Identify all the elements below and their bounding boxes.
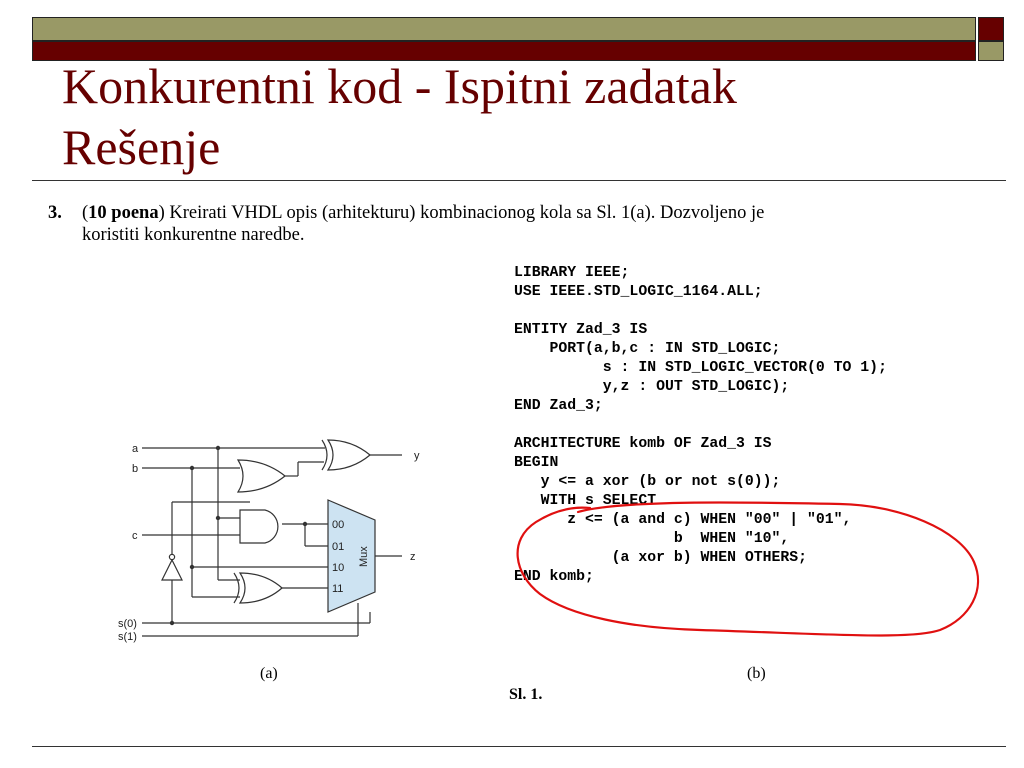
code-line: LIBRARY IEEE; (514, 265, 630, 281)
question-text-line1: ) Kreirati VHDL opis (arhitekturu) kombi… (158, 203, 765, 223)
red-annotation-loop (516, 501, 980, 637)
output-y-label: y (414, 450, 420, 462)
mux-label: Mux (358, 546, 370, 567)
wire-junctions (169, 445, 308, 626)
xor-gate-y (321, 439, 371, 471)
annotation-stroke (516, 501, 980, 637)
question-text: (10 poena) Kreirati VHDL opis (arhitektu… (82, 202, 1004, 246)
header-band-maroon (32, 41, 976, 61)
title-divider (32, 180, 1006, 181)
not-gate (161, 553, 183, 581)
slide-title-line2: Rešenje (62, 119, 221, 175)
figure-label: Sl. 1. (509, 686, 543, 703)
header-corner-square-maroon (978, 17, 1004, 41)
slide-title: Konkurentni kod - Ispitni zadatak Rešenj… (62, 56, 962, 178)
signal-a-label: a (132, 443, 139, 455)
and-gate (239, 509, 279, 544)
caption-b: (b) (747, 665, 766, 682)
code-line: ENTITY Zad_3 IS (514, 322, 648, 338)
code-line: BEGIN (514, 455, 559, 471)
code-line: z <= (a and c) WHEN "00" | "01", (514, 512, 852, 528)
code-line: END Zad_3; (514, 398, 603, 414)
xor-gate-mux (233, 572, 283, 604)
question-number: 3. (48, 203, 62, 223)
code-line: PORT(a,b,c : IN STD_LOGIC; (514, 341, 781, 357)
or-gate-upper (236, 459, 286, 493)
question-text-line2: koristiti konkurentne naredbe. (82, 225, 305, 245)
mux-input-00-label: 00 (332, 519, 344, 531)
circuit-diagram: 00 01 10 11 Mux a b c s(0) s(1) y z (118, 439, 420, 643)
output-z-label: z (410, 551, 416, 563)
code-line: ARCHITECTURE komb OF Zad_3 IS (514, 436, 772, 452)
code-line: (a xor b) WHEN OTHERS; (514, 550, 808, 566)
multiplexer (327, 499, 376, 613)
mux-input-10-label: 10 (332, 562, 344, 574)
mux-input-11-label: 11 (332, 583, 343, 595)
code-line: END komb; (514, 569, 594, 585)
footer-divider (32, 746, 1006, 747)
signal-s1-label: s(1) (118, 631, 137, 643)
vhdl-code-listing: LIBRARY IEEE; USE IEEE.STD_LOGIC_1164.AL… (514, 264, 887, 587)
mux-input-01-label: 01 (332, 541, 344, 553)
code-line: b WHEN "10", (514, 531, 790, 547)
code-line: USE IEEE.STD_LOGIC_1164.ALL; (514, 284, 763, 300)
question-text-open: ( (82, 203, 89, 223)
code-line (514, 416, 887, 435)
signal-b-label: b (132, 463, 138, 475)
code-line: y,z : OUT STD_LOGIC); (514, 379, 790, 395)
question-points: 10 poena (88, 203, 159, 223)
code-line (514, 302, 887, 321)
code-line: y <= a xor (b or not s(0)); (514, 474, 781, 490)
caption-a: (a) (260, 665, 278, 682)
header-corner-square-olive (978, 41, 1004, 61)
slide-title-line1: Konkurentni kod - Ispitni zadatak (62, 58, 737, 114)
signal-c-label: c (132, 530, 138, 542)
signal-s0-label: s(0) (118, 618, 137, 630)
code-line: s : IN STD_LOGIC_VECTOR(0 TO 1); (514, 360, 887, 376)
header-band-olive (32, 17, 976, 41)
